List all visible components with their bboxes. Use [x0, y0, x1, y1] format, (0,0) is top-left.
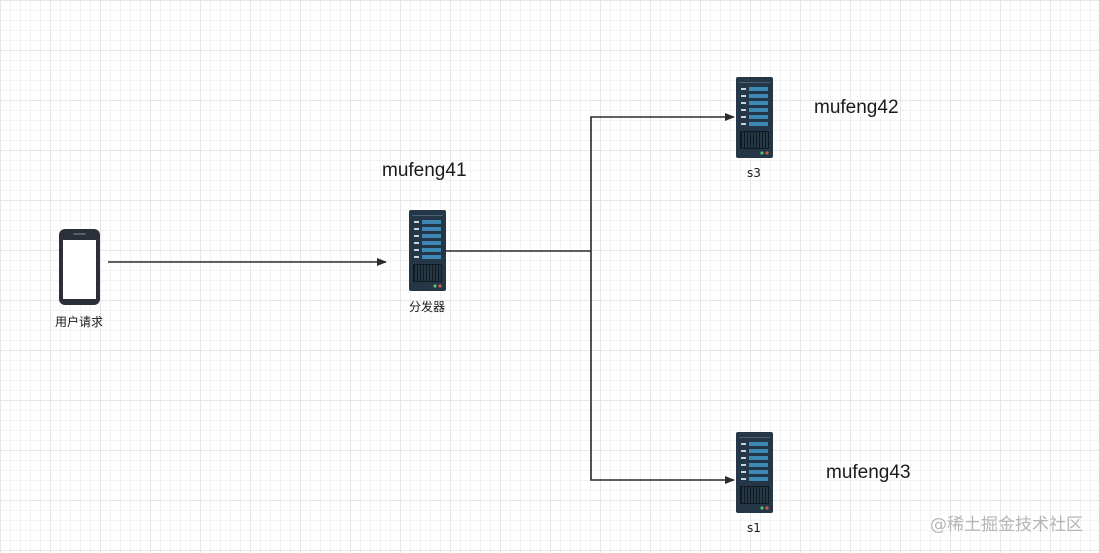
server-s3-label: s3 — [747, 166, 761, 180]
dispatcher-server-icon — [409, 210, 446, 291]
dispatcher-host-label: mufeng41 — [382, 160, 467, 181]
phone-icon — [59, 229, 100, 305]
server-s3-icon — [736, 77, 773, 158]
dispatcher-label: 分发器 — [408, 300, 445, 314]
edge-dispatcher-to-s1 — [590, 251, 735, 484]
server-s1-host-label: mufeng43 — [826, 462, 911, 483]
edge-dispatcher-to-s3 — [590, 113, 735, 251]
phone-label: 用户请求 — [54, 315, 103, 329]
server-s1-label: s1 — [747, 521, 761, 535]
server-s1-icon — [736, 432, 773, 513]
server-s3-host-label: mufeng42 — [814, 97, 899, 118]
watermark-text: @稀土掘金技术社区 — [930, 515, 1083, 535]
